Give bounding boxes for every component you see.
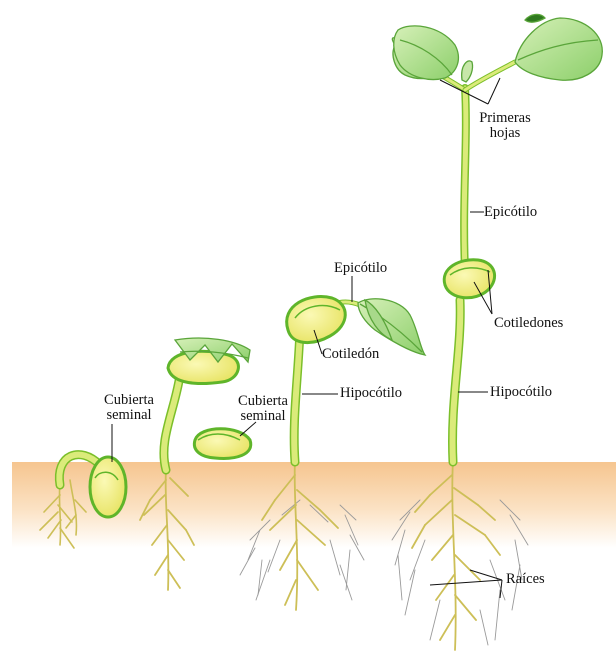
label-epicotilo-stage3: Epicótilo: [334, 261, 387, 276]
label-primeras-hojas: Primeras hojas: [470, 111, 540, 141]
label-cubierta-seminal-stage2: Cubierta seminal: [228, 394, 298, 424]
label-raices: Raíces: [506, 572, 545, 587]
label-cotiledon-stage3: Cotiledón: [322, 347, 379, 362]
leaf-icon: [175, 14, 602, 362]
label-cubierta-seminal-stage1: Cubierta seminal: [94, 393, 164, 423]
label-line: Cubierta: [228, 394, 298, 409]
label-line: Cubierta: [94, 393, 164, 408]
label-epicotilo-stage4: Epicótilo: [484, 205, 537, 220]
label-line: seminal: [94, 408, 164, 423]
label-cotiledones-stage4: Cotiledones: [494, 316, 563, 331]
label-line: hojas: [470, 126, 540, 141]
label-line: Primeras: [470, 111, 540, 126]
label-hipocotilo-stage3: Hipocótilo: [340, 386, 402, 401]
label-line: seminal: [228, 409, 298, 424]
label-hipocotilo-stage4: Hipocótilo: [490, 385, 552, 400]
